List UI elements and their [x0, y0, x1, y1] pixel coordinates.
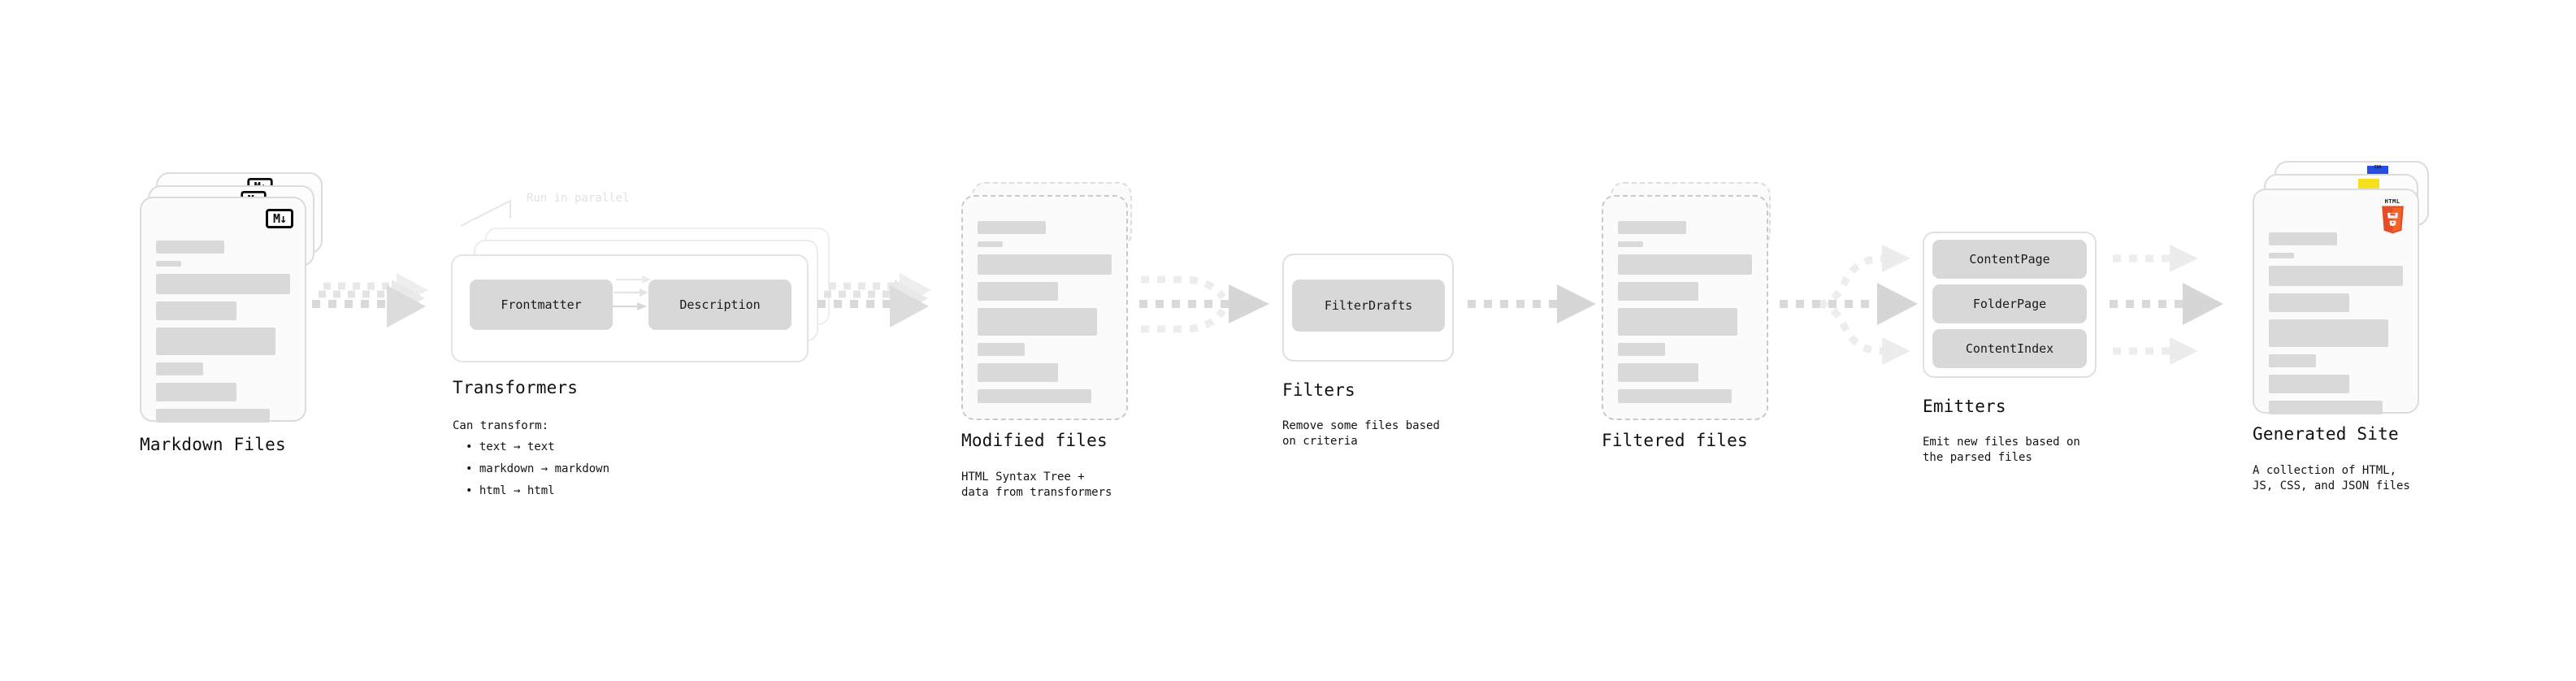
transformer-pill-frontmatter[interactable]: Frontmatter — [470, 280, 613, 330]
html5-badge-label: HTML — [2384, 198, 2400, 205]
transformers-bullet-1: • markdown → markdown — [466, 462, 610, 475]
modified-card-front — [961, 195, 1128, 420]
filtered-files-title: Filtered files — [1602, 431, 1748, 450]
emitters-caption: Emit new files based on the parsed files — [1923, 436, 2080, 464]
css-badge: CSS — [2367, 166, 2388, 174]
emitters-pill-contentindex[interactable]: ContentIndex — [1932, 329, 2087, 368]
markdown-files-title: Markdown Files — [140, 435, 286, 454]
filtered-skeleton — [1618, 221, 1752, 410]
filtered-card-front — [1602, 195, 1768, 420]
site-card-front: HTML — [2253, 189, 2419, 414]
modified-files-title: Modified files — [961, 431, 1108, 450]
html5-shield-icon — [2381, 206, 2404, 234]
html5-badge: HTML — [2379, 199, 2406, 235]
transformers-bullet-0: • text → text — [466, 440, 555, 453]
css-badge-label: CSS — [2374, 165, 2382, 170]
filters-title: Filters — [1282, 380, 1355, 400]
transformers-bullet-2: • html → html — [466, 484, 555, 497]
markdown-skeleton — [156, 241, 290, 430]
emitters-pill-folderpage[interactable]: FolderPage — [1932, 284, 2087, 323]
emitters-title: Emitters — [1923, 397, 2006, 416]
generated-site-caption: A collection of HTML, JS, CSS, and JSON … — [2253, 464, 2410, 492]
site-skeleton — [2269, 232, 2403, 422]
modified-skeleton — [978, 221, 1112, 410]
filters-caption: Remove some files based on criteria — [1282, 419, 1440, 448]
filters-pill-filterdrafts[interactable]: FilterDrafts — [1292, 280, 1445, 332]
js-badge — [2358, 179, 2379, 190]
transformers-title: Transformers — [453, 378, 579, 397]
markdown-card-front: M↓ — [140, 197, 306, 423]
run-in-parallel-label: Run in parallel — [527, 192, 630, 205]
modified-files-caption: HTML Syntax Tree + data from transformer… — [961, 471, 1112, 499]
transformers-caption: Can transform: — [453, 419, 549, 432]
markdown-badge: M↓ — [266, 209, 293, 228]
generated-site-title: Generated Site — [2253, 424, 2399, 444]
transformer-pill-description[interactable]: Description — [648, 280, 791, 330]
emitters-pill-contentpage[interactable]: ContentPage — [1932, 240, 2087, 279]
